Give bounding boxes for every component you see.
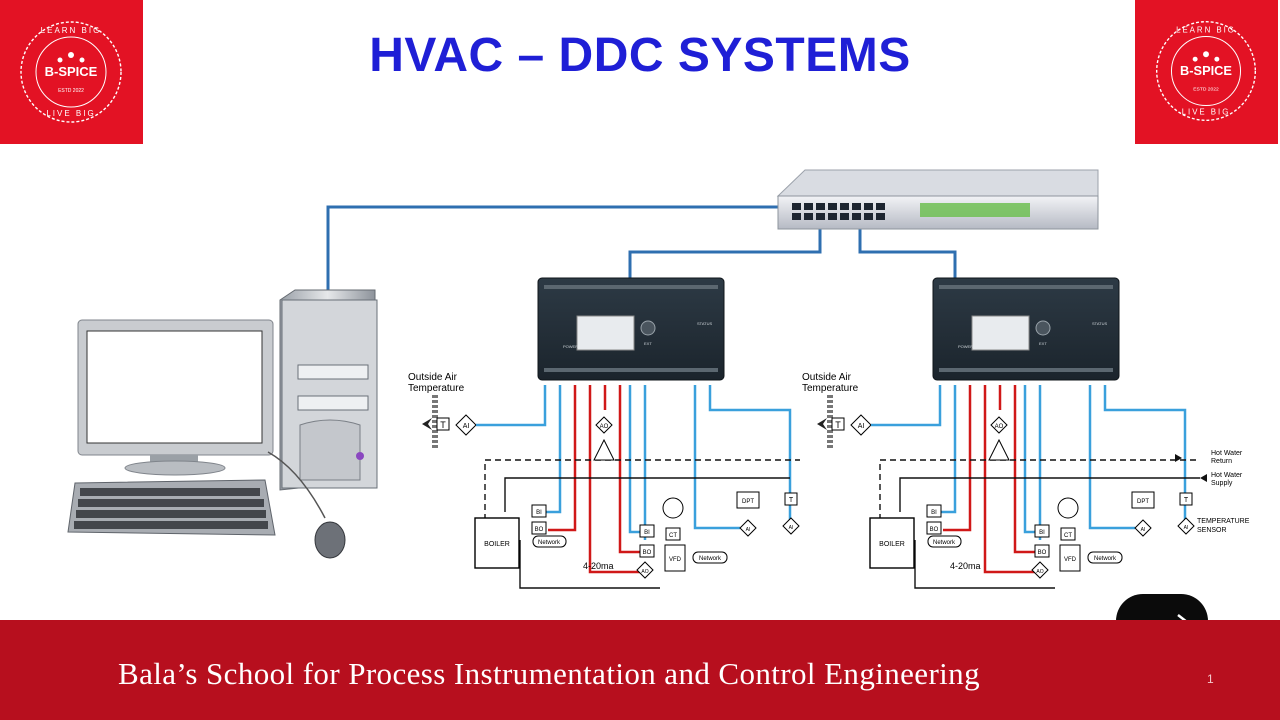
svg-text:AI: AI [789,525,794,531]
svg-text:CT: CT [1064,533,1072,539]
svg-text:BOILER: BOILER [484,541,510,548]
brand-logo-right: LEARN BIG B-SPICE ESTD 2022 LIVE BIG [1135,0,1278,144]
b-spice-logo-icon: LEARN BIG B-SPICE ESTD 2022 LIVE BIG [20,21,122,123]
svg-text:DPT: DPT [742,499,754,505]
svg-text:AO: AO [1036,569,1043,575]
svg-text:Network: Network [538,540,561,546]
svg-text:AI: AI [746,527,751,533]
svg-text:STATUS: STATUS [1092,321,1108,326]
svg-text:EXT: EXT [1039,341,1047,346]
svg-text:B-SPICE: B-SPICE [45,64,98,79]
svg-text:Network: Network [699,556,722,562]
svg-text:AI: AI [1141,527,1146,533]
svg-text:VFD: VFD [1064,557,1077,563]
svg-text:LEARN BIG: LEARN BIG [1176,26,1236,35]
svg-text:STATUS: STATUS [697,321,713,326]
svg-text:Outside Air: Outside Air [802,372,852,383]
svg-text:AO: AO [641,569,648,575]
svg-text:BO: BO [1038,550,1047,556]
svg-text:Temperature: Temperature [802,383,859,394]
svg-text:BO: BO [535,527,544,533]
svg-text:Outside Air: Outside Air [408,372,458,383]
svg-text:Hot Water: Hot Water [1211,472,1243,479]
slide-title: HVAC – DDC SYSTEMS [369,29,911,82]
svg-text:AI: AI [1184,525,1189,531]
svg-text:BO: BO [643,550,652,556]
hvac-ddc-diagram: POWER STATUS EXT T AI Outside Air Temper… [0,150,1280,620]
svg-text:T: T [789,497,794,504]
svg-text:Hot Water: Hot Water [1211,450,1243,457]
svg-text:4-20ma: 4-20ma [950,561,981,571]
ddc-controller-right: POWER STATUS EXT [932,277,1120,381]
panel-right: POWER STATUS EXT T AI Outside Air Temper… [802,277,1250,589]
svg-text:Network: Network [1094,556,1117,562]
svg-text:AI: AI [463,423,470,430]
svg-text:BI: BI [536,510,542,516]
svg-text:B-SPICE: B-SPICE [1180,63,1232,78]
svg-text:T: T [440,420,446,430]
svg-text:TEMPERATURE: TEMPERATURE [1197,518,1250,525]
svg-text:BOILER: BOILER [879,541,905,548]
svg-text:T: T [835,420,841,430]
brand-logo-left: LEARN BIG B-SPICE ESTD 2022 LIVE BIG [0,0,143,144]
svg-text:BO: BO [930,527,939,533]
network-cables [326,205,957,290]
svg-text:AO: AO [600,424,609,430]
svg-text:LEARN BIG: LEARN BIG [41,26,102,35]
svg-text:Network: Network [933,540,956,546]
svg-text:Supply: Supply [1211,480,1233,487]
svg-text:ESTD 2022: ESTD 2022 [58,88,84,94]
network-switch [776,169,1099,230]
svg-text:T: T [1184,497,1189,504]
footer-school-name: Bala’s School for Process Instrumentatio… [118,656,980,691]
svg-text:ESTD 2022: ESTD 2022 [1193,87,1219,93]
svg-text:POWER: POWER [958,344,973,349]
svg-text:DPT: DPT [1137,499,1149,505]
svg-text:BI: BI [644,530,650,536]
svg-text:Temperature: Temperature [408,383,465,394]
computer-workstation [67,289,378,559]
svg-text:AI: AI [858,423,865,430]
svg-text:BI: BI [1039,530,1045,536]
svg-text:Return: Return [1211,458,1232,465]
svg-text:LIVE BIG: LIVE BIG [46,109,95,118]
svg-text:CT: CT [669,533,677,539]
svg-text:LIVE BIG: LIVE BIG [1182,107,1231,116]
svg-text:4-20ma: 4-20ma [583,561,614,571]
b-spice-logo-icon: LEARN BIG B-SPICE ESTD 2022 LIVE BIG [1156,21,1257,122]
svg-text:SENSOR: SENSOR [1197,527,1227,534]
svg-text:BI: BI [931,510,937,516]
svg-text:AO: AO [995,424,1004,430]
page-number: 1 [1207,672,1214,686]
svg-text:EXT: EXT [644,341,652,346]
ddc-controller-left: POWER STATUS EXT [537,277,725,381]
panel-left: POWER STATUS EXT T AI Outside Air Temper… [408,277,800,589]
footer-bar: Bala’s School for Process Instrumentatio… [0,620,1280,720]
svg-text:VFD: VFD [669,557,682,563]
svg-text:POWER: POWER [563,344,578,349]
